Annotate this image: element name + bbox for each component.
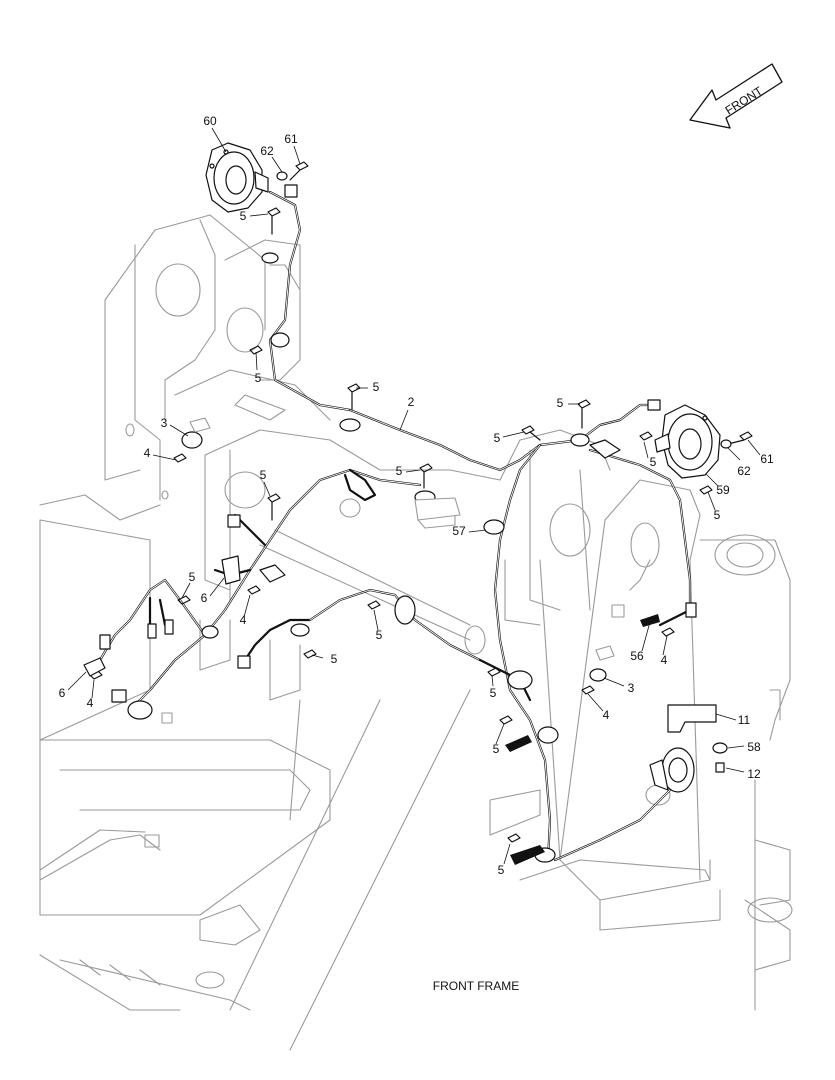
callout-5: 5 bbox=[189, 570, 196, 584]
callout-labels: 60 62 61 5 5 5 2 3 4 5 5 5 5 5 57 62 61 … bbox=[59, 114, 774, 877]
callout-5: 5 bbox=[255, 371, 262, 385]
callout-4: 4 bbox=[603, 708, 610, 722]
callout-5: 5 bbox=[376, 628, 383, 642]
callout-4: 4 bbox=[87, 696, 94, 710]
callout-5: 5 bbox=[498, 863, 505, 877]
callout-4: 4 bbox=[144, 446, 151, 460]
callout-12: 12 bbox=[747, 767, 761, 781]
front-direction-arrow: FRONT bbox=[689, 63, 783, 129]
callout-5: 5 bbox=[331, 652, 338, 666]
callout-5: 5 bbox=[493, 742, 500, 756]
callout-58: 58 bbox=[747, 740, 761, 754]
callout-5: 5 bbox=[557, 396, 564, 410]
callout-5: 5 bbox=[240, 209, 247, 223]
callout-2: 2 bbox=[408, 395, 415, 409]
wiring-harness bbox=[98, 184, 697, 865]
callout-61: 61 bbox=[760, 452, 774, 466]
horn-left bbox=[205, 142, 269, 213]
callout-3: 3 bbox=[628, 681, 635, 695]
callout-5: 5 bbox=[650, 455, 657, 469]
callout-62: 62 bbox=[260, 144, 274, 158]
callout-62: 62 bbox=[737, 464, 751, 478]
callout-56: 56 bbox=[630, 649, 644, 663]
callout-61: 61 bbox=[284, 132, 298, 146]
callout-5: 5 bbox=[396, 464, 403, 478]
callout-4: 4 bbox=[240, 613, 247, 627]
callout-4: 4 bbox=[661, 653, 668, 667]
callout-5: 5 bbox=[373, 380, 380, 394]
callout-leaders bbox=[67, 127, 761, 865]
callout-6: 6 bbox=[201, 591, 208, 605]
horn-right bbox=[654, 404, 721, 479]
diagram-caption: FRONT FRAME bbox=[433, 979, 519, 993]
callout-5: 5 bbox=[494, 431, 501, 445]
callout-5: 5 bbox=[490, 686, 497, 700]
callout-57: 57 bbox=[452, 524, 466, 538]
callout-3: 3 bbox=[161, 416, 168, 430]
callout-6: 6 bbox=[59, 686, 66, 700]
callout-59: 59 bbox=[716, 483, 730, 497]
callout-60: 60 bbox=[203, 114, 217, 128]
callout-5: 5 bbox=[260, 468, 267, 482]
callout-11: 11 bbox=[738, 713, 751, 727]
bolts-and-hardware bbox=[83, 161, 753, 843]
callout-5: 5 bbox=[714, 508, 721, 522]
